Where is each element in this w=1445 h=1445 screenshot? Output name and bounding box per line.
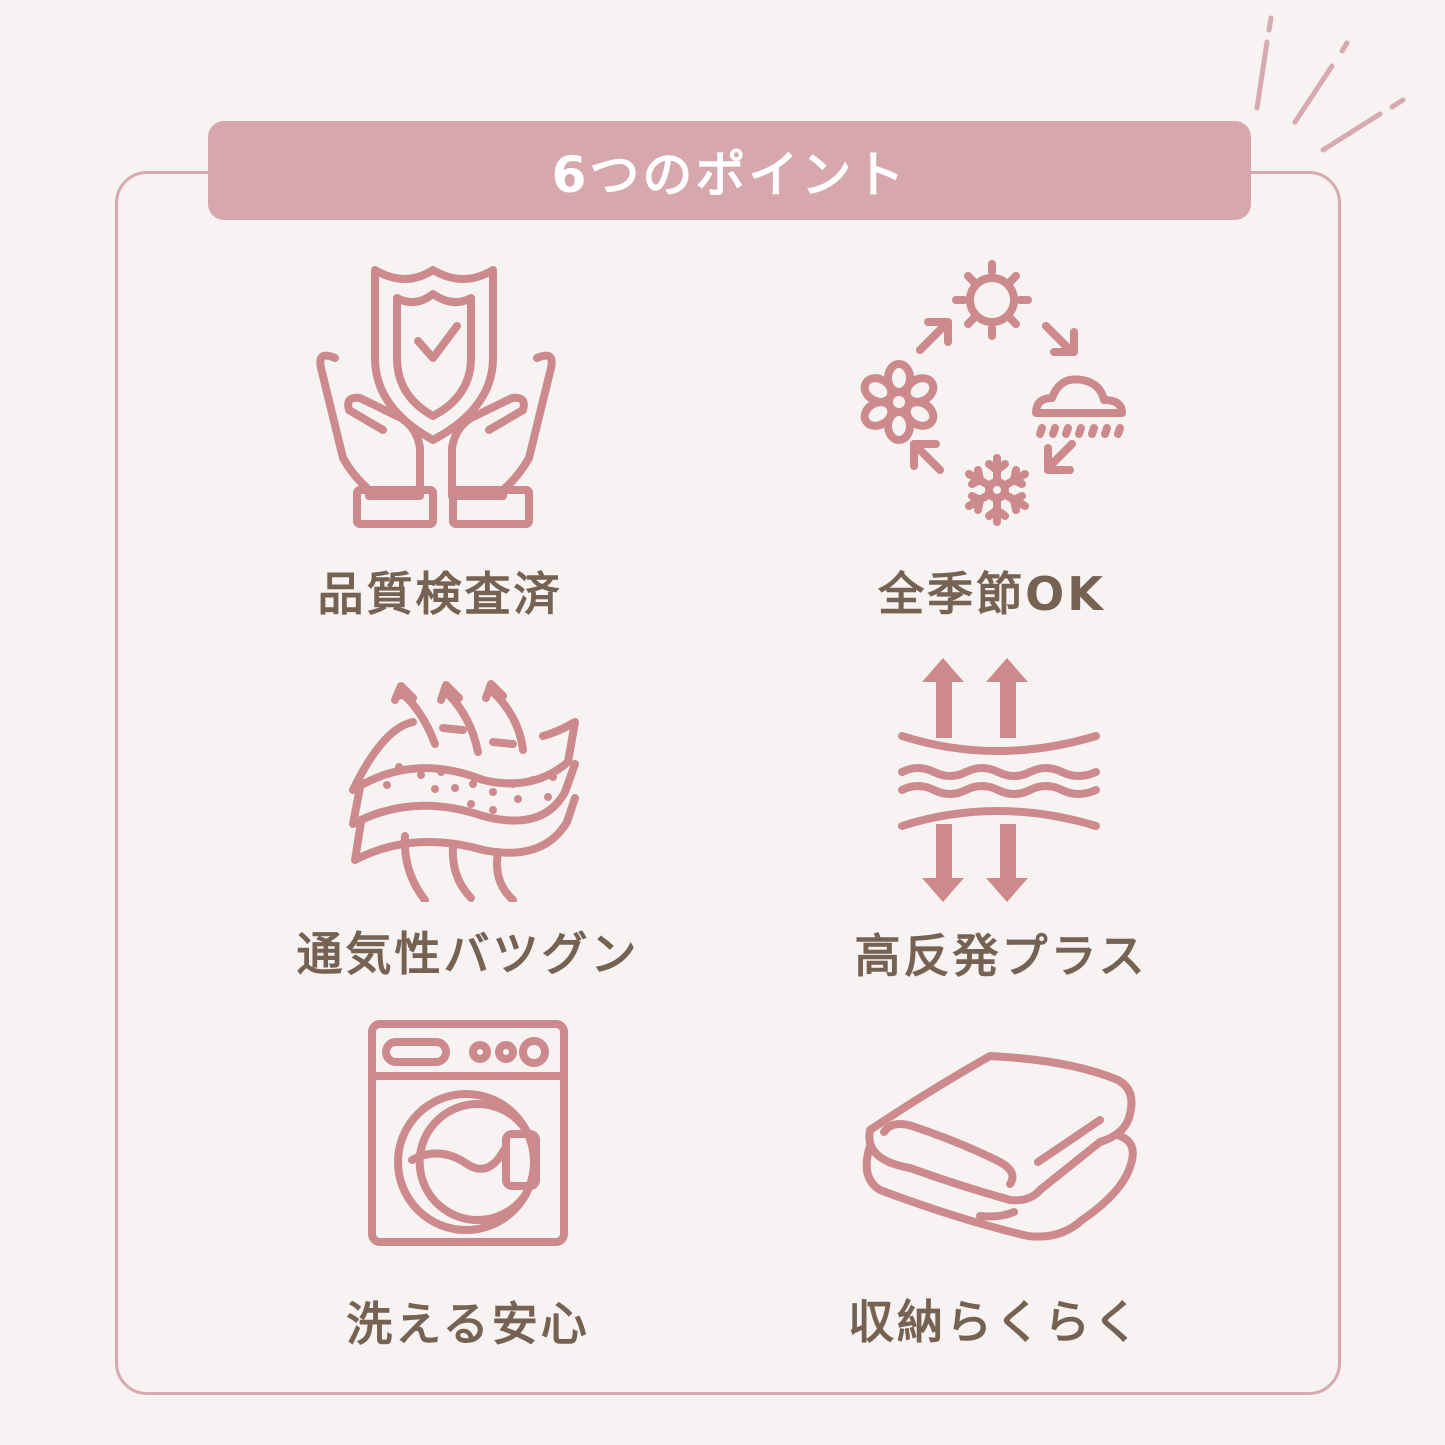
point-breathability: 通気性バツグン — [168, 660, 768, 990]
point-easy-storage: 収納らくらく — [695, 1040, 1295, 1350]
point-label: 全季節OK — [878, 567, 1106, 621]
point-label: 通気性バツグン — [296, 927, 640, 981]
point-all-seasons: 全季節OK — [692, 250, 1292, 630]
washing-machine-icon — [368, 1020, 568, 1246]
point-label: 収納らくらく — [848, 1295, 1142, 1349]
point-high-rebound: 高反発プラス — [701, 650, 1301, 990]
high-rebound-icon — [898, 658, 1100, 902]
point-quality-checked: 品質検査済 — [140, 250, 740, 630]
shield-hands-icon — [316, 266, 556, 528]
header-banner: 6つのポイント — [208, 121, 1251, 220]
point-label: 高反発プラス — [854, 929, 1148, 983]
point-label: 品質検査済 — [317, 567, 563, 621]
folded-blanket-icon — [862, 1052, 1137, 1241]
page-title: 6つのポイント — [551, 145, 908, 204]
season-cycle-icon — [860, 260, 1126, 526]
sparkle-burst-icon — [1254, 15, 1406, 153]
point-label: 洗える安心 — [346, 1297, 590, 1351]
breathable-fabric-icon — [349, 680, 579, 902]
point-washable: 洗える安心 — [168, 1020, 768, 1351]
